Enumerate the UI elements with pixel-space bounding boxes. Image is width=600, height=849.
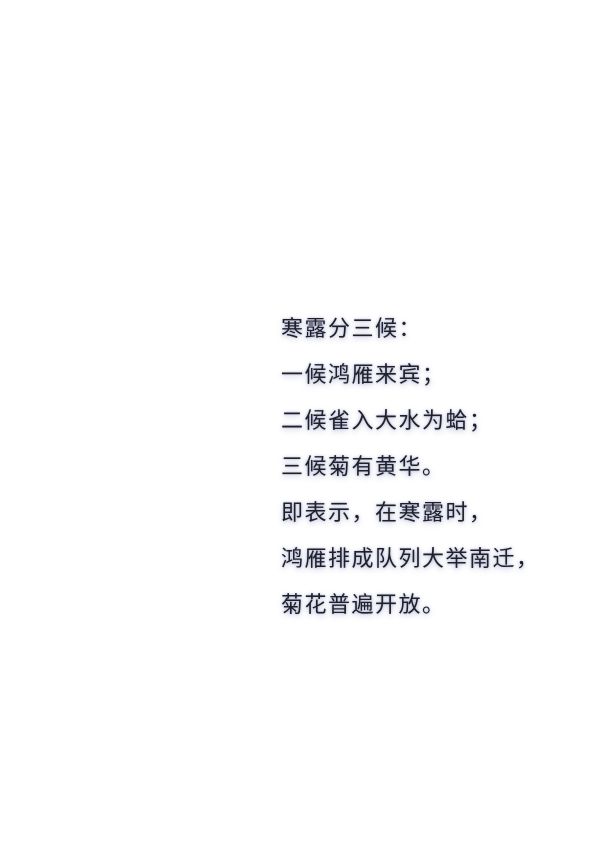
poem-line-4: 三候菊有黄华。 <box>281 455 446 480</box>
poem-line-3: 二候雀入大水为蛤； <box>281 409 493 434</box>
poem-line-7: 菊花普遍开放。 <box>281 593 446 618</box>
poem-line-1: 寒露分三候： <box>281 317 423 342</box>
poem-line-6: 鸿雁排成队列大举南迁， <box>281 547 540 572</box>
poem-text-block: 寒露分三候： 一候鸿雁来宾； 二候雀入大水为蛤； 三候菊有黄华。 即表示，在寒露… <box>281 307 581 629</box>
poem-line-2: 一候鸿雁来宾； <box>281 363 446 388</box>
poem-line-5: 即表示，在寒露时， <box>281 501 493 526</box>
